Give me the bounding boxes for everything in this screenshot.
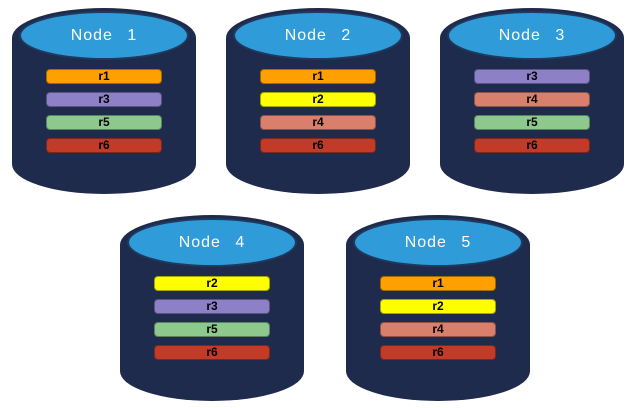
replica-bar-r1: r1 — [46, 69, 162, 84]
node-2-title: Node 2 — [284, 26, 352, 44]
replica-bar-r2: r2 — [380, 299, 496, 314]
node-3-title: Node 3 — [498, 26, 566, 44]
replica-bar-r1: r1 — [260, 69, 376, 84]
node-3-cylinder: Node 3 r3 r4 r5 r6 — [440, 8, 624, 194]
replica-bar-r6: r6 — [380, 345, 496, 360]
node-1-title: Node 1 — [70, 26, 138, 44]
replica-bar-r5: r5 — [474, 115, 590, 130]
node-1-cylinder: Node 1 r1 r3 r5 r6 — [12, 8, 196, 194]
replica-bar-r6: r6 — [46, 138, 162, 153]
replica-bar-r6: r6 — [154, 345, 270, 360]
replica-list: r2 r3 r5 r6 — [154, 276, 270, 360]
node-4-title: Node 4 — [178, 233, 246, 251]
replica-list: r3 r4 r5 r6 — [474, 69, 590, 153]
replica-list: r1 r2 r4 r6 — [260, 69, 376, 153]
replica-bar-r2: r2 — [260, 92, 376, 107]
replica-bar-r6: r6 — [260, 138, 376, 153]
replica-bar-r3: r3 — [46, 92, 162, 107]
replica-bar-r4: r4 — [380, 322, 496, 337]
node-2-top-ellipse: Node 2 — [233, 11, 403, 60]
replica-bar-r4: r4 — [474, 92, 590, 107]
replica-bar-r5: r5 — [154, 322, 270, 337]
node-4-cylinder: Node 4 r2 r3 r5 r6 — [120, 215, 304, 401]
replica-list: r1 r2 r4 r6 — [380, 276, 496, 360]
node-1-top-ellipse: Node 1 — [19, 11, 189, 60]
replica-bar-r5: r5 — [46, 115, 162, 130]
node-5-title: Node 5 — [404, 233, 472, 251]
replica-list: r1 r3 r5 r6 — [46, 69, 162, 153]
replica-bar-r1: r1 — [380, 276, 496, 291]
node-5-cylinder: Node 5 r1 r2 r4 r6 — [346, 215, 530, 401]
replica-bar-r3: r3 — [154, 299, 270, 314]
replica-bar-r3: r3 — [474, 69, 590, 84]
node-4-top-ellipse: Node 4 — [127, 218, 297, 267]
node-2-cylinder: Node 2 r1 r2 r4 r6 — [226, 8, 410, 194]
node-3-top-ellipse: Node 3 — [447, 11, 617, 60]
replica-bar-r4: r4 — [260, 115, 376, 130]
node-5-top-ellipse: Node 5 — [353, 218, 523, 267]
replica-bar-r6: r6 — [474, 138, 590, 153]
replica-bar-r2: r2 — [154, 276, 270, 291]
